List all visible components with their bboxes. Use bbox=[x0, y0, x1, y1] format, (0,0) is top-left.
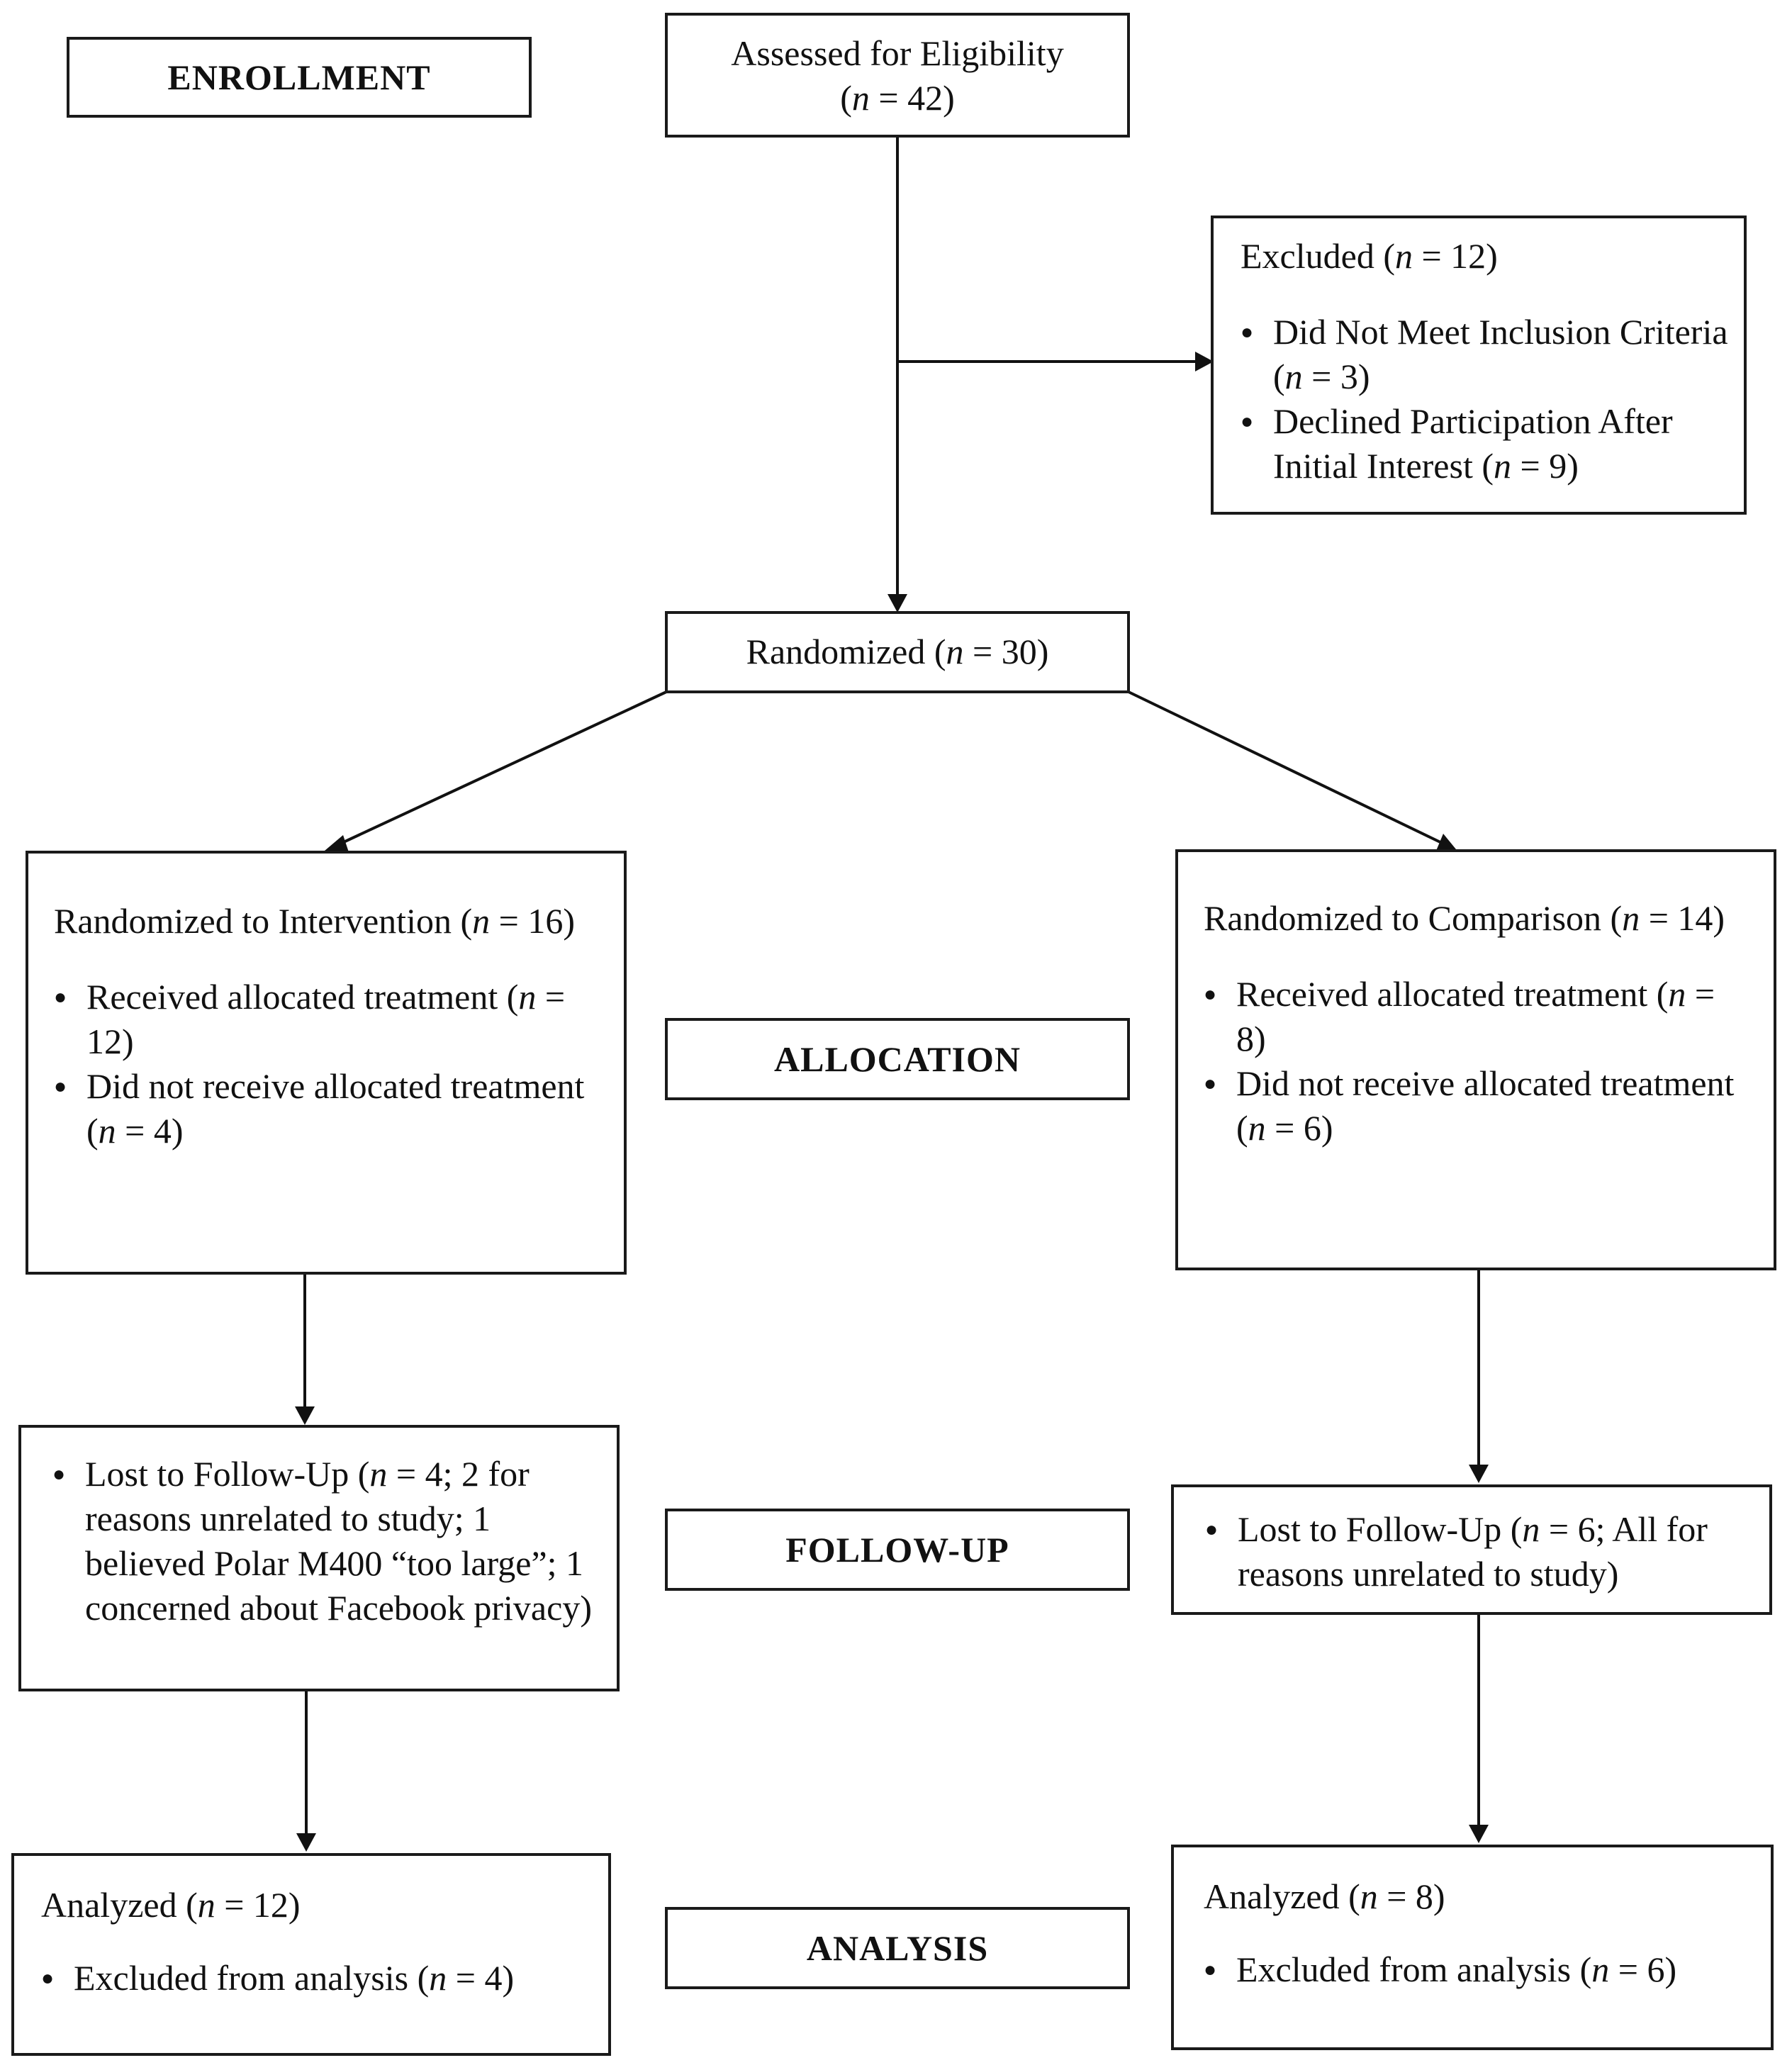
arrowhead bbox=[295, 1406, 315, 1425]
node-analyzed-intervention: Analyzed (n = 12) Excluded from analysis… bbox=[11, 1853, 611, 2056]
analyzed-left-list: Excluded from analysis (n = 4) bbox=[41, 1956, 583, 2001]
stage-label-analysis: ANALYSIS bbox=[665, 1907, 1130, 1989]
stage-label-follow-up: FOLLOW-UP bbox=[665, 1509, 1130, 1591]
node-title: Randomized to Intervention (n = 16) bbox=[54, 901, 575, 941]
arrow-randomized-to-intervention bbox=[337, 690, 667, 846]
arrow-randomized-to-comparison bbox=[1128, 690, 1444, 845]
node-count: (n = 42) bbox=[840, 78, 955, 118]
node-title: Analyzed (n = 12) bbox=[41, 1885, 301, 1925]
arrowhead bbox=[887, 594, 907, 612]
node-excluded: Excluded (n = 12) Did Not Meet Inclusion… bbox=[1211, 216, 1747, 515]
node-randomized-intervention: Randomized to Intervention (n = 16) Rece… bbox=[26, 851, 627, 1275]
node-title: Assessed for Eligibility bbox=[731, 33, 1064, 73]
stage-label-text: FOLLOW-UP bbox=[785, 1530, 1009, 1570]
node-lost-to-follow-up-comparison: Lost to Follow-Up (n = 6; All for reason… bbox=[1171, 1484, 1772, 1615]
stage-label-text: ENROLLMENT bbox=[167, 57, 431, 97]
node-randomized-comparison: Randomized to Comparison (n = 14) Receiv… bbox=[1175, 849, 1776, 1270]
followup-right-list: Lost to Follow-Up (n = 6; All for reason… bbox=[1205, 1507, 1748, 1596]
comparison-list: Received allocated treatment (n = 8) Did… bbox=[1204, 972, 1745, 1151]
excluded-list: Did Not Meet Inclusion Criteria (n = 3) … bbox=[1241, 310, 1730, 488]
node-title: Randomized (n = 30) bbox=[746, 632, 1049, 671]
node-randomized: Randomized (n = 30) bbox=[665, 611, 1130, 693]
stage-label-allocation: ALLOCATION bbox=[665, 1018, 1130, 1100]
arrowhead bbox=[325, 835, 349, 852]
list-item: Did not receive allocated treatment (n =… bbox=[54, 1064, 595, 1153]
arrowhead bbox=[1436, 834, 1456, 851]
followup-left-list: Lost to Follow-Up (n = 4; 2 for reasons … bbox=[52, 1452, 595, 1630]
intervention-list: Received allocated treatment (n = 12) Di… bbox=[54, 975, 595, 1153]
node-title: Randomized to Comparison (n = 14) bbox=[1204, 898, 1725, 938]
list-item: Received allocated treatment (n = 8) bbox=[1204, 972, 1745, 1061]
arrowhead bbox=[1195, 352, 1214, 371]
list-item: Declined Participation After Initial Int… bbox=[1241, 399, 1730, 488]
list-item: Excluded from analysis (n = 6) bbox=[1204, 1947, 1745, 1992]
arrowhead bbox=[296, 1833, 316, 1852]
node-assessed-for-eligibility: Assessed for Eligibility (n = 42) bbox=[665, 13, 1130, 138]
list-item: Lost to Follow-Up (n = 4; 2 for reasons … bbox=[52, 1452, 595, 1630]
list-item: Excluded from analysis (n = 4) bbox=[41, 1956, 583, 2001]
stage-label-text: ALLOCATION bbox=[773, 1039, 1021, 1079]
list-item: Did not receive allocated treatment (n =… bbox=[1204, 1061, 1745, 1151]
arrowhead bbox=[1469, 1825, 1489, 1843]
node-title: Excluded (n = 12) bbox=[1241, 236, 1498, 276]
list-item: Received allocated treatment (n = 12) bbox=[54, 975, 595, 1064]
node-lost-to-follow-up-intervention: Lost to Follow-Up (n = 4; 2 for reasons … bbox=[18, 1425, 620, 1691]
stage-label-enrollment: ENROLLMENT bbox=[67, 37, 532, 118]
list-item: Did Not Meet Inclusion Criteria (n = 3) bbox=[1241, 310, 1730, 399]
node-analyzed-comparison: Analyzed (n = 8) Excluded from analysis … bbox=[1171, 1845, 1774, 2050]
node-title: Analyzed (n = 8) bbox=[1204, 1876, 1445, 1916]
list-item: Lost to Follow-Up (n = 6; All for reason… bbox=[1205, 1507, 1748, 1596]
arrowhead bbox=[1469, 1465, 1489, 1483]
analyzed-right-list: Excluded from analysis (n = 6) bbox=[1204, 1947, 1745, 1992]
stage-label-text: ANALYSIS bbox=[806, 1928, 989, 1968]
